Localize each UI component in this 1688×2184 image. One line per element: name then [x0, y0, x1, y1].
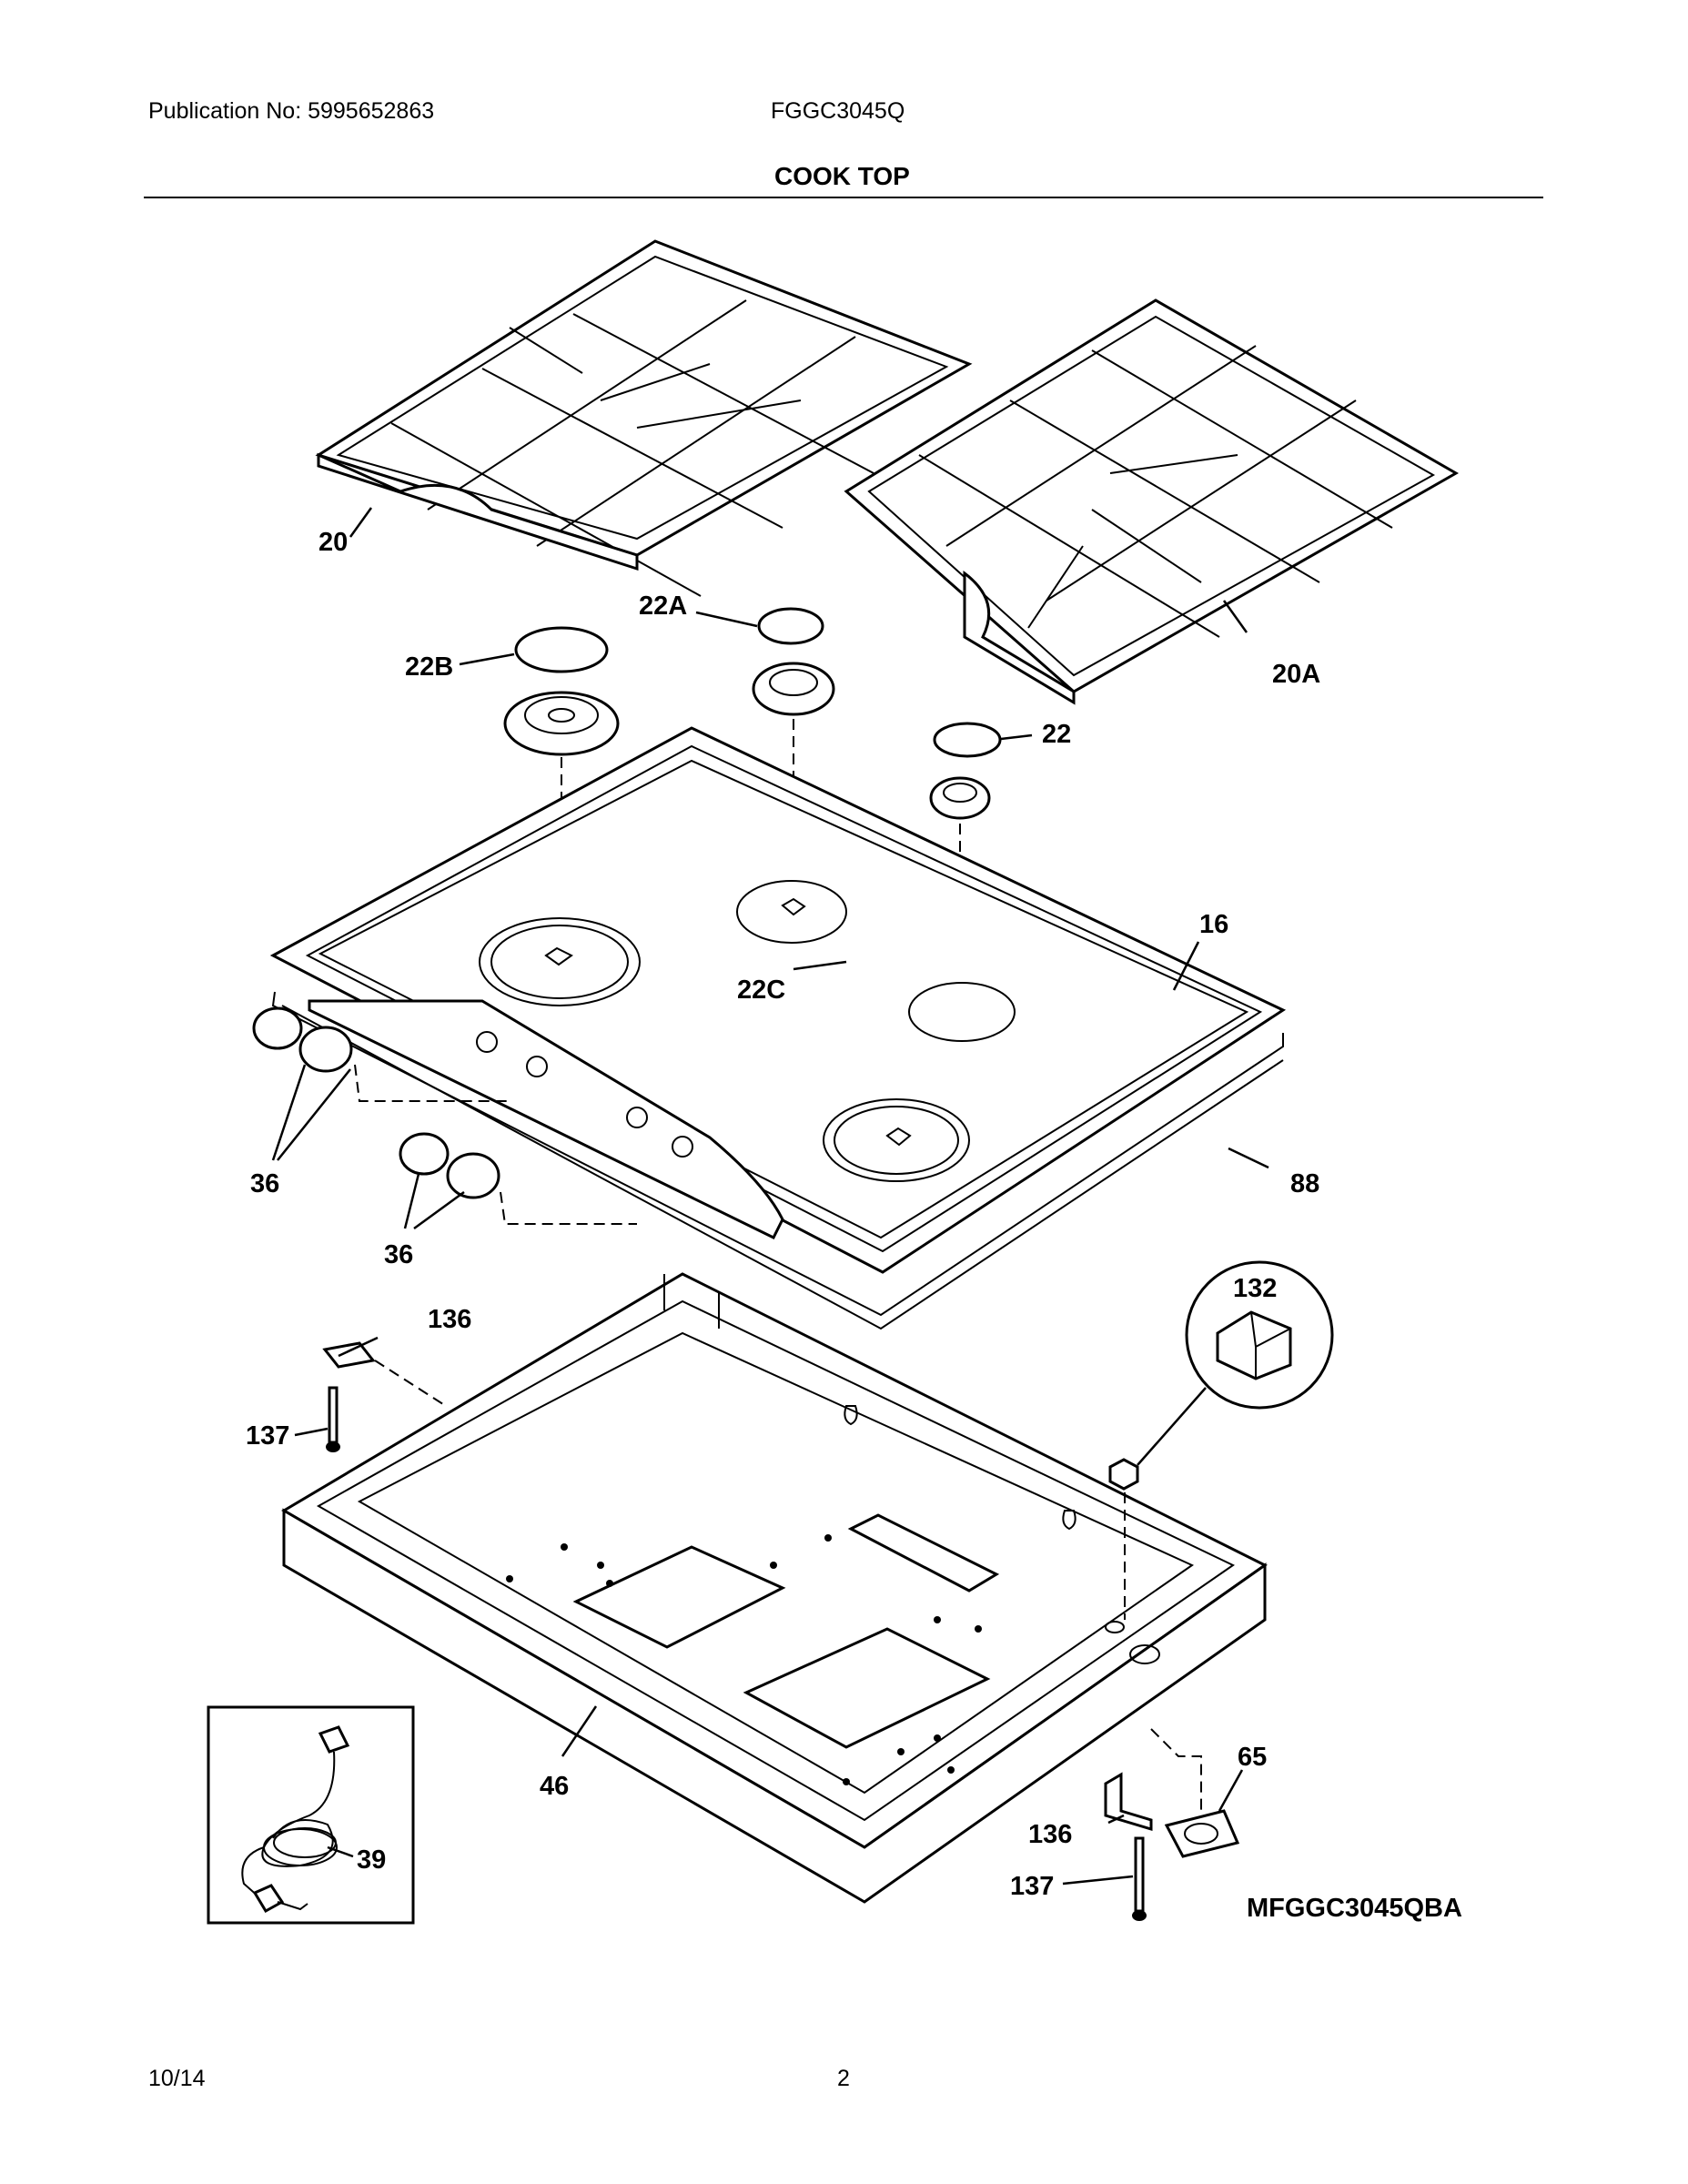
callout-22c: 22C [737, 976, 785, 1005]
burner-head-22 [929, 776, 991, 820]
terminal-block [1108, 1458, 1139, 1491]
gasket [271, 991, 1284, 1330]
callout-20: 20 [318, 528, 348, 557]
power-cord-inset [207, 1705, 415, 1925]
screw-right [1132, 1836, 1147, 1921]
terminal-block-inset [1185, 1260, 1334, 1410]
callout-22a: 22A [639, 592, 687, 621]
burner-cap-22a [757, 607, 824, 645]
knobs-set [252, 1006, 637, 1225]
callout-39: 39 [357, 1845, 386, 1875]
burner-head-22a [752, 662, 835, 716]
callout-136-left: 136 [428, 1305, 471, 1334]
callout-16: 16 [1199, 910, 1228, 939]
callout-136-right: 136 [1028, 1820, 1072, 1849]
callout-46: 46 [540, 1772, 569, 1801]
callout-36-upper: 36 [250, 1169, 279, 1198]
burner-cap-22b [514, 626, 609, 673]
diagram-code: MFGGC3045QBA [1247, 1894, 1462, 1923]
callout-88: 88 [1290, 1169, 1319, 1198]
callout-65: 65 [1238, 1743, 1267, 1772]
grate-left [315, 239, 973, 597]
callout-132: 132 [1233, 1274, 1277, 1303]
grommet [1164, 1809, 1240, 1858]
burner-cap-22 [933, 722, 1002, 758]
model-number: FGGC3045Q [771, 98, 905, 124]
footer-date: 10/14 [148, 2066, 206, 2091]
publication-number: Publication No: 5995652863 [148, 98, 435, 124]
callout-20a: 20A [1272, 660, 1320, 689]
burner-head-22b [503, 691, 620, 756]
callout-137-right: 137 [1010, 1872, 1054, 1901]
callout-137-left: 137 [246, 1421, 289, 1451]
page-number: 2 [837, 2066, 850, 2091]
callout-22: 22 [1042, 720, 1071, 749]
burner-box [281, 1272, 1268, 1904]
screw-left [326, 1386, 340, 1452]
grate-right [844, 298, 1460, 705]
callout-36-lower: 36 [384, 1240, 413, 1269]
bracket-left [322, 1341, 376, 1369]
cooktop-surface [269, 726, 1287, 1274]
bracket-right [1104, 1772, 1153, 1832]
callout-22b: 22B [405, 652, 453, 682]
header-rule [144, 197, 1543, 198]
section-title: COOK TOP [774, 162, 910, 190]
